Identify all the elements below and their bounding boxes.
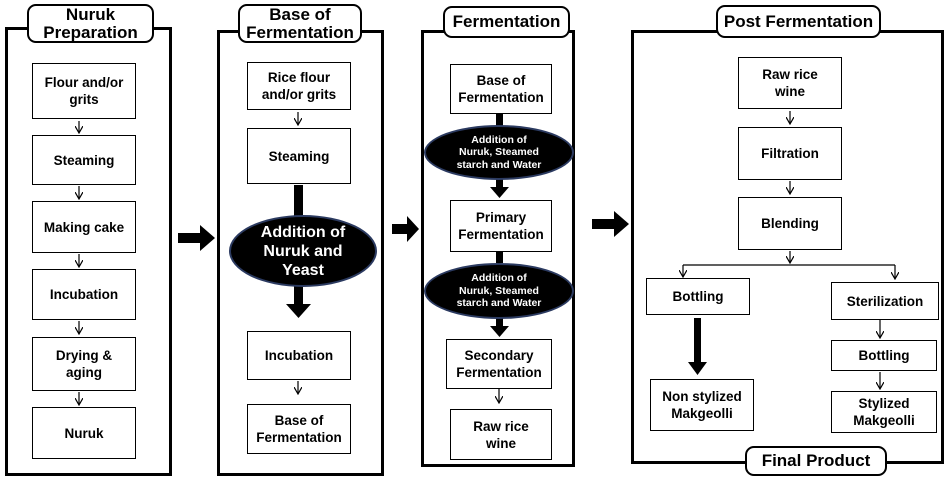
base-thick-connector-top <box>294 185 303 217</box>
post-right-sterilization: Sterilization <box>831 282 939 320</box>
title-final-product: Final Product <box>745 446 887 476</box>
post-right-stylized-makgeolli: Stylized Makgeolli <box>831 391 937 433</box>
title-fermentation-text: Fermentation <box>452 12 561 31</box>
nuruk-step-steaming-text: Steaming <box>53 152 115 168</box>
post-right-bottling-text: Bottling <box>858 348 910 363</box>
ferm-step-raw-rice-wine: Raw rice wine <box>450 409 552 460</box>
base-oval-addition-text: Addition of Nuruk and Yeast <box>260 223 346 279</box>
base-thick-connector-bottom <box>294 284 303 306</box>
post-step-raw-rice-wine-text: Raw rice wine <box>762 67 818 99</box>
nuruk-step-incubation: Incubation <box>32 269 136 320</box>
ferm-arrowhead-1 <box>490 187 509 198</box>
title-fermentation: Fermentation <box>443 6 570 38</box>
ferm-connector-1a <box>496 114 503 128</box>
title-nuruk-preparation: Nuruk Preparation <box>27 4 154 43</box>
title-base-of-fermentation: Base of Fermentation <box>238 4 362 43</box>
nuruk-step-steaming: Steaming <box>32 135 136 185</box>
base-step-rice-flour-text: Rice flour and/or grits <box>261 70 337 102</box>
ferm-arrowhead-2 <box>490 326 509 337</box>
ferm-step-raw-rice-wine-text: Raw rice wine <box>473 418 529 451</box>
title-nuruk-preparation-text: Nuruk Preparation <box>43 4 138 42</box>
title-post-fermentation: Post Fermentation <box>716 5 881 38</box>
title-post-fermentation-text: Post Fermentation <box>723 11 874 31</box>
ferm-oval-addition-2: Addition of Nuruk, Steamed starch and Wa… <box>424 263 574 319</box>
ferm-step-base-text: Base of Fermentation <box>458 73 544 105</box>
base-thick-arrowhead <box>286 304 311 318</box>
post-thick-arrowhead <box>688 362 707 375</box>
nuruk-step-flour-text: Flour and/or grits <box>44 75 124 107</box>
post-step-filtration-text: Filtration <box>761 146 819 161</box>
post-left-bottling-text: Bottling <box>672 289 724 304</box>
ferm-oval-addition-1-text: Addition of Nuruk, Steamed starch and Wa… <box>456 133 542 171</box>
post-left-non-stylized-makgeolli: Non stylized Makgeolli <box>650 379 754 431</box>
ferm-oval-addition-1: Addition of Nuruk, Steamed starch and Wa… <box>424 125 574 180</box>
ferm-connector-2b <box>496 317 503 327</box>
post-right-stylized-makgeolli-text: Stylized Makgeolli <box>853 396 915 428</box>
post-right-bottling: Bottling <box>831 340 937 371</box>
base-step-rice-flour: Rice flour and/or grits <box>247 62 351 110</box>
nuruk-step-incubation-text: Incubation <box>49 287 119 302</box>
base-step-base-of-fermentation-text: Base of Fermentation <box>256 413 342 445</box>
base-step-incubation: Incubation <box>247 331 351 380</box>
ferm-step-primary: Primary Fermentation <box>450 200 552 252</box>
ferm-oval-addition-2-text: Addition of Nuruk, Steamed starch and Wa… <box>456 272 542 310</box>
stage-arrow-3 <box>592 211 629 237</box>
nuruk-step-flour: Flour and/or grits <box>32 63 136 119</box>
ferm-connector-2a <box>496 251 503 263</box>
ferm-step-primary-text: Primary Fermentation <box>458 210 544 242</box>
ferm-connector-1b <box>496 178 503 188</box>
title-final-product-text: Final Product <box>761 451 871 470</box>
post-step-filtration: Filtration <box>738 127 842 180</box>
post-right-sterilization-text: Sterilization <box>846 293 924 309</box>
post-step-blending-text: Blending <box>761 216 819 231</box>
stage-arrow-1 <box>178 225 215 251</box>
nuruk-step-drying-aging-text: Drying & aging <box>55 348 113 380</box>
post-step-raw-rice-wine: Raw rice wine <box>738 57 842 109</box>
nuruk-step-nuruk: Nuruk <box>32 407 136 459</box>
nuruk-step-drying-aging: Drying & aging <box>32 337 136 391</box>
post-thick-connector <box>694 318 701 363</box>
base-step-incubation-text: Incubation <box>264 348 334 363</box>
nuruk-step-nuruk-text: Nuruk <box>64 425 104 441</box>
post-left-non-stylized-makgeolli-text: Non stylized Makgeolli <box>662 389 742 421</box>
base-step-steaming-text: Steaming <box>268 148 330 164</box>
base-step-base-of-fermentation: Base of Fermentation <box>247 404 351 454</box>
base-step-steaming: Steaming <box>247 128 351 184</box>
post-step-blending: Blending <box>738 197 842 250</box>
ferm-step-base: Base of Fermentation <box>450 64 552 114</box>
post-left-bottling: Bottling <box>646 278 750 315</box>
ferm-step-secondary-text: Secondary Fermentation <box>456 348 542 380</box>
nuruk-step-making-cake: Making cake <box>32 201 136 253</box>
base-oval-addition: Addition of Nuruk and Yeast <box>229 215 377 287</box>
ferm-step-secondary: Secondary Fermentation <box>446 339 552 389</box>
title-base-of-fermentation-text: Base of Fermentation <box>246 4 354 42</box>
nuruk-step-making-cake-text: Making cake <box>43 219 125 235</box>
stage-arrow-2 <box>392 216 419 242</box>
